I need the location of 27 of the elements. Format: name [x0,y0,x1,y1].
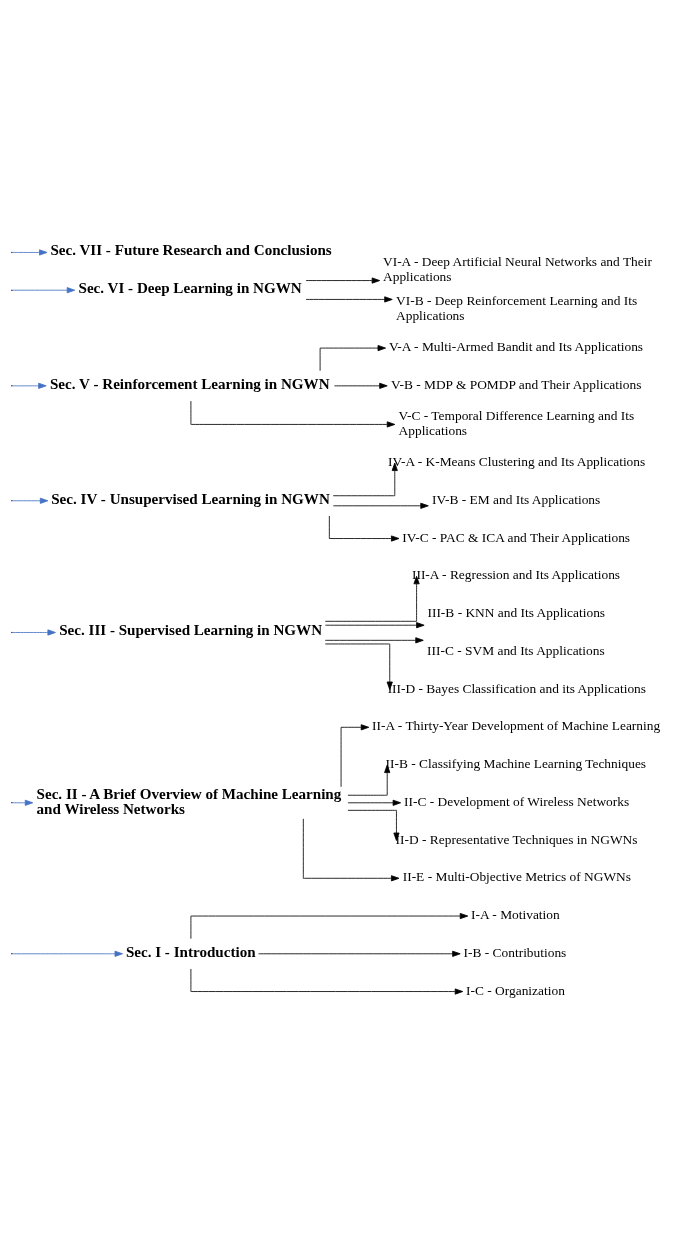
node-text: Sec. I - Introduction [125,943,256,960]
node-text: II-A - Thirty-Year Development of Machine Learning [372,718,661,734]
node-text: Sec. III - Supervised Learning in NGWN [59,622,323,639]
node-text: II-D - Representative Techniques in NGWNs [395,831,638,847]
node-text: IV-B - EM and Its Applications [432,491,601,507]
node-text: II-C - Development of Wireless Networks [404,793,630,809]
node-text: VI-A - Deep Artificial Neural Networks and Their Applications [383,253,652,284]
node-text: IV-C - PAC & ICA and Their Applications [402,529,631,545]
node-text: III-D - Bayes Classification and its Applications [387,680,647,696]
node-text: I-A - Motivation [471,907,560,923]
node-text: IV-A - K-Means Clustering and Its Applications [388,454,646,470]
node-text: III-C - SVM and Its Applications [427,642,605,658]
node-text: I-B - Contributions [463,944,567,960]
node-text: II-E - Multi-Objective Metrics of NGWNs [402,869,631,885]
node-text: Sec. VII - Future Research and Conclusions [50,242,332,259]
node-text: V-C - Temporal Difference Learning and Its Applications [398,408,635,439]
node-text: Sec. II - A Brief Overview of Machine Learning and Wireless Networks [36,785,342,818]
node-text: Sec. V - Reinforcement Learning in NGWN [49,375,330,392]
node-text: V-B - MDP & POMDP and Their Applications [390,377,642,393]
node-text: Sec. IV - Unsupervised Learning in NGWN [51,490,330,507]
node-text: V-A - Multi-Armed Bandit and Its Applications [388,339,644,355]
node-text: VI-B - Deep Reinforcement Learning and Its Applications [396,293,638,324]
node-text: II-B - Classifying Machine Learning Techniques [385,756,647,772]
node-text: Sec. VI - Deep Learning in NGWN [78,280,302,297]
node-text: III-B - KNN and Its Applications [427,605,606,621]
node-text: III-A - Regression and Its Applications [411,567,621,583]
node-text: I-C - Organization [466,982,565,998]
